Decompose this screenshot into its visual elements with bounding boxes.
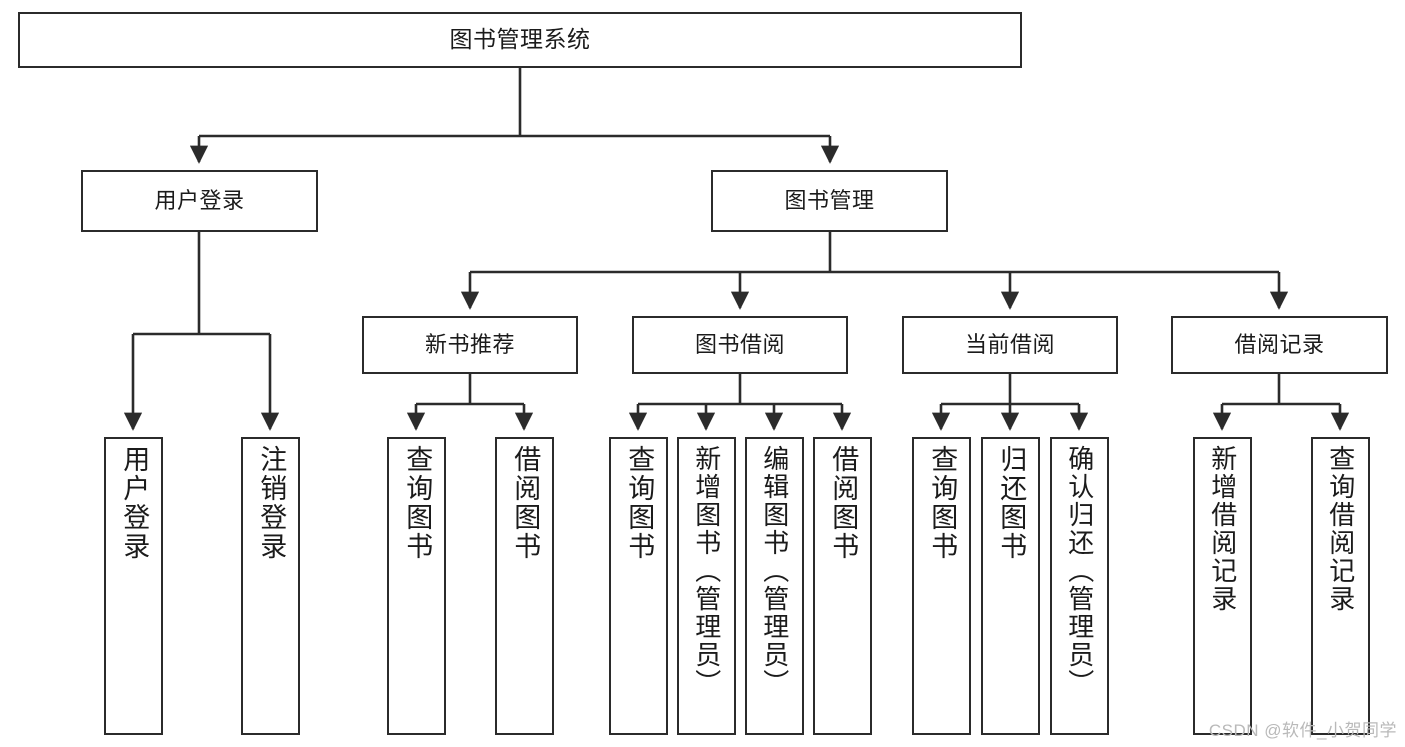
node-user-login[interactable]: 用户登录	[81, 170, 318, 232]
node-label: 注销登录	[256, 445, 287, 561]
node-new-book-recommend[interactable]: 新书推荐	[362, 316, 578, 374]
node-label: 编辑图书（管理员）	[759, 445, 790, 697]
leaf-book-borrow-borrow[interactable]: 借阅图书	[813, 437, 872, 735]
leaf-new-book-query[interactable]: 查询图书	[387, 437, 446, 735]
node-book-management[interactable]: 图书管理	[711, 170, 948, 232]
leaf-borrow-record-add[interactable]: 新增借阅记录	[1193, 437, 1252, 735]
node-label: 图书管理系统	[449, 26, 591, 53]
leaf-book-borrow-add-admin[interactable]: 新增图书（管理员）	[677, 437, 736, 735]
node-root-system[interactable]: 图书管理系统	[18, 12, 1022, 68]
node-label: 查询借阅记录	[1325, 445, 1356, 613]
node-label: 确认归还（管理员）	[1064, 445, 1095, 697]
node-label: 查询图书	[624, 445, 655, 561]
leaf-current-borrow-query[interactable]: 查询图书	[912, 437, 971, 735]
node-label: 新书推荐	[424, 331, 515, 357]
leaf-current-borrow-return[interactable]: 归还图书	[981, 437, 1040, 735]
node-label: 新增借阅记录	[1207, 445, 1238, 613]
leaf-user-login-logout[interactable]: 注销登录	[241, 437, 300, 735]
node-label: 借阅图书	[828, 445, 859, 561]
node-label: 查询图书	[402, 445, 433, 561]
node-label: 新增图书（管理员）	[691, 445, 722, 697]
leaf-current-borrow-confirm-admin[interactable]: 确认归还（管理员）	[1050, 437, 1109, 735]
node-label: 当前借阅	[964, 331, 1055, 357]
watermark-text: CSDN @软件_小贺同学	[1208, 721, 1397, 740]
node-label: 归还图书	[996, 445, 1027, 561]
leaf-book-borrow-edit-admin[interactable]: 编辑图书（管理员）	[745, 437, 804, 735]
leaf-borrow-record-query[interactable]: 查询借阅记录	[1311, 437, 1370, 735]
node-borrow-record[interactable]: 借阅记录	[1171, 316, 1388, 374]
node-label: 用户登录	[154, 187, 245, 213]
node-label: 借阅图书	[510, 445, 541, 561]
node-label: 查询图书	[927, 445, 958, 561]
node-label: 用户登录	[119, 445, 150, 561]
node-current-borrow[interactable]: 当前借阅	[902, 316, 1118, 374]
leaf-new-book-borrow[interactable]: 借阅图书	[495, 437, 554, 735]
leaf-book-borrow-query[interactable]: 查询图书	[609, 437, 668, 735]
leaf-user-login-login[interactable]: 用户登录	[104, 437, 163, 735]
node-book-borrow[interactable]: 图书借阅	[632, 316, 848, 374]
node-label: 图书借阅	[694, 331, 785, 357]
node-label: 图书管理	[784, 187, 875, 213]
node-label: 借阅记录	[1234, 331, 1325, 357]
